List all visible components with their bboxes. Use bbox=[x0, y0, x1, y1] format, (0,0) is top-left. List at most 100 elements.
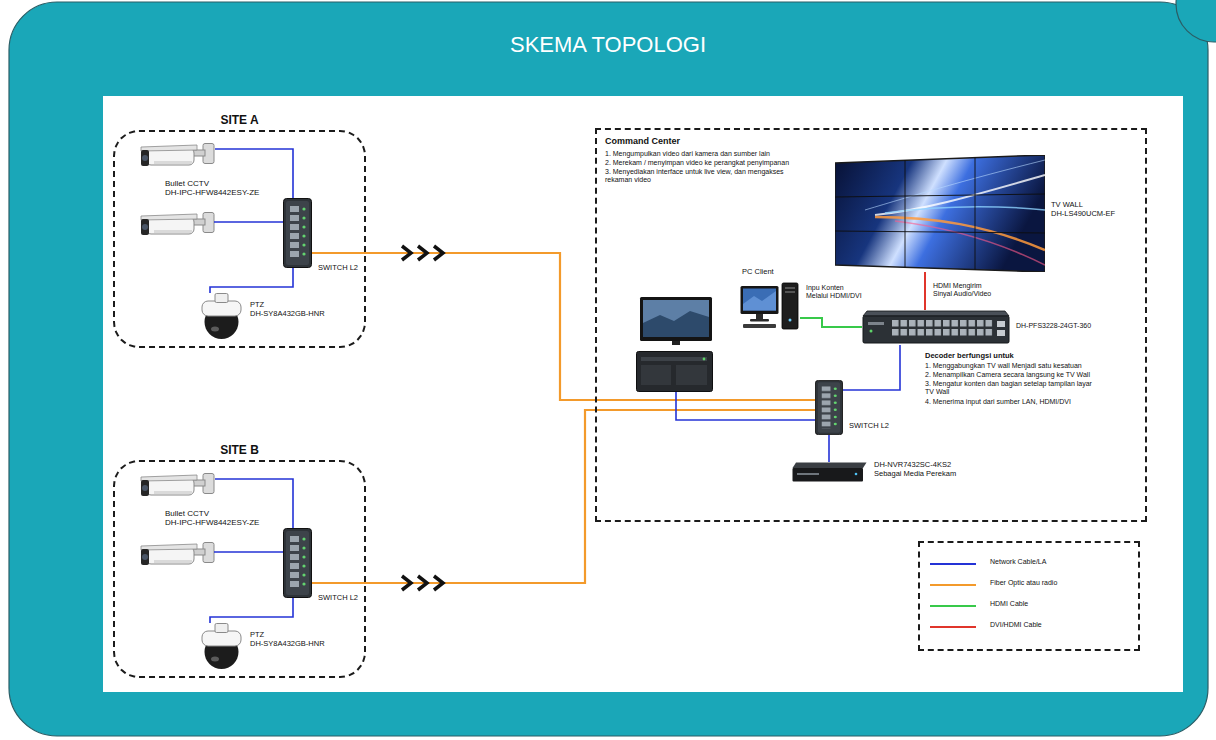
text-line: Sebagai Media Perekam bbox=[874, 470, 956, 479]
legend-line-sample bbox=[930, 602, 976, 610]
text-line: Bullet CCTV bbox=[165, 509, 259, 518]
bullet-camera: Bullet CCTV DH-IPC-HFW8442ESY-ZE bbox=[140, 473, 215, 503]
network-switch-icon bbox=[284, 529, 312, 598]
nvr-recorder-icon bbox=[793, 463, 867, 482]
legend-line-sample bbox=[930, 563, 976, 565]
device-label: SWITCH L2 bbox=[849, 422, 889, 431]
server-illustration bbox=[703, 358, 706, 361]
link-chevrons bbox=[418, 246, 427, 260]
ptz-camera-icon bbox=[198, 623, 245, 671]
teal-frame bbox=[9, 2, 1208, 736]
text-line: DH-IPC-HFW8442ESY-ZE bbox=[165, 188, 259, 197]
bullet-camera-icon bbox=[140, 473, 215, 503]
text-line: Sinyal Audio/Video bbox=[933, 290, 991, 298]
legend-line-sample bbox=[930, 623, 976, 631]
legend-text: Fiber Optic atau radio bbox=[990, 579, 1057, 587]
video-decoder: DH-PFS3228-24GT-360 bbox=[862, 310, 1010, 345]
nvr-recorder-icon bbox=[792, 462, 867, 482]
device-label: SWITCH L2 bbox=[318, 594, 358, 603]
network-switch: SWITCH L2 bbox=[815, 380, 843, 435]
legend-text: Network Cable/LA bbox=[990, 558, 1046, 566]
note-heading: Decoder berfungsi untuk bbox=[925, 352, 1014, 361]
legend-line-sample bbox=[930, 581, 976, 589]
text-line: 3. Mengatur konten dan bagian setelap ta… bbox=[925, 380, 1092, 388]
camera-wire bbox=[214, 551, 283, 553]
link-chevrons bbox=[402, 246, 443, 590]
legend-text: HDMI Cable bbox=[990, 600, 1028, 608]
bullet-camera-icon bbox=[141, 144, 214, 167]
pc-client: PC ClientInpu Konten Melalui HDMI/DVI bbox=[740, 282, 800, 330]
text-line: Melalui HDMI/DVI bbox=[806, 292, 862, 300]
legend-line-sample bbox=[930, 626, 976, 628]
list-item: 1. Mengumpulkan video dari kamera dan su… bbox=[605, 150, 770, 158]
camera-wire bbox=[214, 222, 283, 552]
site-heading: SITE B bbox=[220, 444, 259, 458]
signal-label: HDMI Mengirim Sinyal Audio/Video bbox=[933, 282, 991, 298]
device-label: TV WALL DH-LS490UCM-EF bbox=[1051, 201, 1115, 218]
server-illustration bbox=[637, 352, 713, 392]
server-illustration bbox=[641, 357, 707, 361]
text-line: TV WALL bbox=[1051, 201, 1115, 210]
command-center: Command Center 1. Mengumpulkan video dari… bbox=[595, 128, 1147, 522]
cable-connector bbox=[210, 598, 293, 623]
text-line: DH-IPC-HFW8442ESY-ZE bbox=[165, 518, 259, 527]
device-label: DH-PFS3228-24GT-360 bbox=[1016, 322, 1091, 330]
text-line: HDMI Mengirim bbox=[933, 282, 991, 290]
note-item: 1. Menggabungkan TV wall Menjadi satu ke… bbox=[925, 362, 1082, 370]
monitor-illustration bbox=[640, 297, 712, 345]
text-line: DH-SY8A432GB-HNR bbox=[250, 310, 325, 319]
network-switch-icon bbox=[815, 380, 843, 435]
area-heading: Command Center bbox=[605, 136, 680, 146]
cable-connector bbox=[843, 345, 900, 390]
bullet-camera-icon bbox=[141, 474, 214, 497]
page-title: SKEMA TOPOLOGI bbox=[510, 32, 706, 57]
cable-connector bbox=[924, 272, 926, 310]
device-label: Bullet CCTV DH-IPC-HFW8442ESY-ZE bbox=[165, 179, 259, 197]
tv-wall-icon bbox=[835, 155, 1045, 272]
site-heading: SITE A bbox=[220, 114, 258, 128]
nvr-recorder: DH-NVR7432SC-4KS2 Sebagai Media Perekam bbox=[792, 462, 867, 482]
monitor-illustration bbox=[640, 297, 712, 341]
ptz-camera: PTZ DH-SY8A432GB-HNR bbox=[198, 623, 245, 671]
ptz-camera-icon bbox=[198, 293, 245, 341]
text-line: DH-LS490UCM-EF bbox=[1051, 210, 1115, 219]
text-line: 3. Menyediakan interface untuk live view… bbox=[605, 168, 784, 176]
device-label: SWITCH L2 bbox=[318, 264, 358, 273]
bullet-camera: Bullet CCTV DH-IPC-HFW8442ESY-ZE bbox=[140, 143, 215, 173]
cable-connector bbox=[312, 410, 815, 583]
monitor-illustration bbox=[643, 300, 709, 337]
device-note: Inpu Konten Melalui HDMI/DVI bbox=[806, 284, 862, 300]
legend-line-sample bbox=[930, 560, 976, 568]
legend-line-sample bbox=[930, 605, 976, 607]
network-switch: SWITCH L2 bbox=[283, 198, 312, 268]
text-line: TV Wall bbox=[925, 388, 1092, 396]
note-item: 2. Menampilkan Camera secara langsung ke… bbox=[925, 371, 1090, 379]
video-decoder-icon bbox=[863, 311, 1009, 343]
camera-wire bbox=[214, 221, 283, 223]
text-line: rekaman video bbox=[605, 176, 784, 184]
network-switch: SWITCH L2 bbox=[283, 528, 312, 598]
link-chevrons bbox=[418, 576, 427, 590]
device-label: PC Client bbox=[742, 268, 774, 277]
network-switch-icon bbox=[283, 528, 312, 598]
server-illustration bbox=[637, 352, 713, 392]
text-line: Bullet CCTV bbox=[165, 179, 259, 188]
link-chevrons bbox=[402, 576, 411, 590]
legend-text: DVI/HDMI Cable bbox=[990, 621, 1042, 629]
monitor-illustration bbox=[643, 311, 709, 337]
link-chevrons bbox=[402, 246, 411, 260]
text-line: DH-NVR7432SC-4KS2 bbox=[874, 461, 956, 470]
list-item: 2. Merekam / menyimpan video ke perangka… bbox=[605, 159, 789, 167]
device-label: DH-NVR7432SC-4KS2 Sebagai Media Perekam bbox=[874, 461, 956, 478]
video-decoder-icon bbox=[862, 310, 1010, 345]
note-item: 4. Menerima input dari sumber LAN, HDMI/… bbox=[925, 398, 1071, 406]
site-area: SITE BBullet CCTV DH-IPC-HFW8442ESY-ZESW… bbox=[113, 460, 366, 678]
link-chevrons bbox=[434, 576, 443, 590]
monitor-illustration bbox=[672, 341, 680, 345]
legend-line-sample bbox=[930, 584, 976, 586]
network-switch-icon bbox=[815, 380, 842, 434]
note-item: 3. Mengatur konten dan bagian setelap ta… bbox=[925, 380, 1092, 396]
tv-wall: TV WALL DH-LS490UCM-EF bbox=[835, 155, 1045, 272]
